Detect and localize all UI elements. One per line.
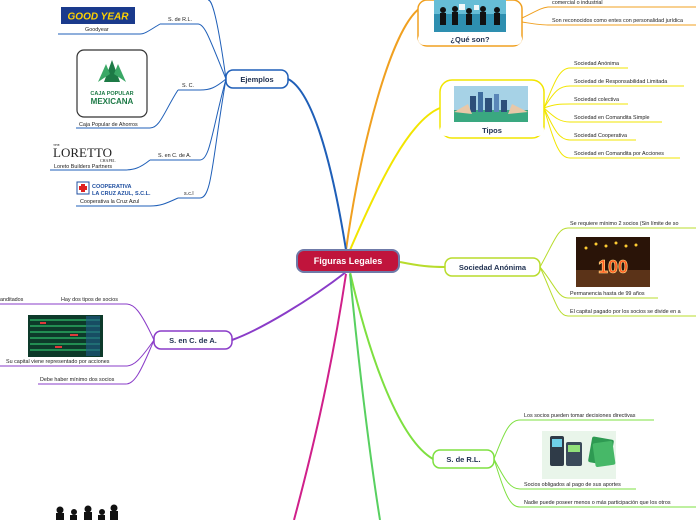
tipos-item[interactable]: Sociedad Cooperativa [574,133,628,139]
sa-item[interactable]: El capital pagado por los socios se divi… [570,309,681,315]
loretto-logo-small: THE [53,143,60,147]
scda-item[interactable]: Debe haber mínimo dos socios [40,377,115,383]
goodyear-underline [58,23,161,35]
ejemplo-caption[interactable]: Goodyear [85,27,109,33]
topic-sociedad-anonima[interactable]: Sociedad Anónima [446,259,539,275]
city-hands-image [454,86,528,122]
scda-line-2 [0,339,155,367]
caja-popular-logo: CAJA POPULAR MEXICANA [76,49,148,118]
loreto-underline [50,159,151,171]
cruzazul-underline [76,197,179,207]
topic-srl[interactable]: S. de R.L. [434,451,493,467]
loretto-logo-text: LORETTO [53,145,112,160]
caja-logo-line1: CAJA POPULAR [90,91,133,97]
scda-item[interactable]: Su capital viene representado por accion… [6,359,110,365]
srl-item[interactable]: Nadie puede poseer menos o más participa… [524,500,671,506]
caja-logo-line2: MEXICANA [91,97,134,106]
que-son-item[interactable]: comercial o industrial [552,0,603,6]
que-son-item[interactable]: Son reconocidos como entes con personali… [552,18,683,24]
sa-item[interactable]: Se requiere mínimo 2 socios (Sin límite … [570,221,679,227]
scda-line-1 [58,303,155,341]
srl-line-2 [493,458,636,490]
topic-que-son[interactable]: ¿Qué son? [418,33,522,45]
connector-srl [349,271,434,460]
que-son-line-2 [521,21,696,26]
cake-number-text: 100 [598,257,628,277]
tipos-item[interactable]: Sociedad de Responsabilidad Limitada [574,79,668,85]
topic-ejemplos[interactable]: Ejemplos [227,71,287,87]
tipos-line-1 [543,67,628,109]
people-silhouette-image [56,504,118,520]
loretto-logo: THE LORETTO CHAPEL [53,143,116,163]
srl-item[interactable]: Socios obligados al pago de sus aportes [524,482,621,488]
connector-que-son [345,7,421,251]
tipos-line-4 [543,107,662,123]
loretto-logo-sub: CHAPEL [100,158,116,163]
connector-sociedad-anonima [399,261,446,268]
topic-scda[interactable]: S. en C. de A. [155,332,231,348]
tipos-item[interactable]: Sociedad Anónima [574,61,619,67]
central-topic[interactable]: Figuras Legales [296,249,400,273]
tipos-item[interactable]: Sociedad en Comandita por Acciones [574,151,664,157]
ejemplo-caption[interactable]: Loreto Builders Partners [54,164,113,170]
caja-underline [76,89,179,129]
ejemplo-caption[interactable]: Caja Popular de Ahorros [79,122,138,128]
puzzle-people-image [434,0,506,32]
connector-ejemplos [287,78,347,251]
connector-scda [231,271,347,341]
ejemplos-line-3 [150,78,227,161]
cruz-azul-logo: COOPERATIVA LA CRUZ AZUL, S.C.L. [76,181,151,197]
tipos-item[interactable]: Sociedad colectiva [574,97,619,103]
sa-line-3 [539,266,696,317]
sa-item[interactable]: Permanencia hasta de 99 años [570,291,645,297]
tipos-line-3 [543,103,628,109]
ejemplo-type-label[interactable]: S. en C. de A. [158,153,192,159]
scda-item[interactable]: Hay dos tipos de socios [61,297,118,303]
sa-line-1 [539,227,696,268]
connector-bottom-green [349,273,381,520]
goodyear-logo-text: GOOD YEAR [68,12,130,23]
srl-line-3 [493,458,696,508]
ejemplo-type-label[interactable]: s.c.l [184,191,194,197]
topic-tipos[interactable]: Tipos [440,124,544,136]
connector-bottom-magenta [293,273,347,520]
ejemplos-line-top [207,0,227,80]
birthday-100-image: 100 [576,237,650,287]
stock-board-image [28,315,103,357]
tipos-line-6 [543,107,680,159]
scda-item[interactable]: anditados [0,297,24,303]
sa-line-2 [539,266,658,299]
cruz-azul-logo-line1: COOPERATIVA [92,184,132,190]
tipos-item[interactable]: Sociedad en Comandita Simple [574,115,650,121]
ejemplo-caption[interactable]: Cooperativa la Cruz Azul [80,199,140,205]
ejemplos-line-2 [178,78,227,91]
que-son-line-1 [521,6,696,19]
tipos-line-5 [543,107,636,141]
srl-item[interactable]: Los socios pueden tomar decisiones direc… [524,413,636,419]
ejemplos-line-4 [178,78,227,199]
cruz-azul-logo-line2: LA CRUZ AZUL, S.C.L. [92,191,151,197]
tipos-line-2 [543,85,684,109]
srl-line-1 [493,419,654,460]
ejemplo-type-label[interactable]: S. de R.L. [168,17,192,23]
ejemplo-type-label[interactable]: S. C. [182,83,194,89]
scda-line-3 [38,339,155,385]
connector-tipos [349,107,441,251]
payment-money-image [542,431,616,479]
goodyear-logo: GOOD YEAR [61,7,135,24]
ejemplos-line-1 [160,23,227,80]
